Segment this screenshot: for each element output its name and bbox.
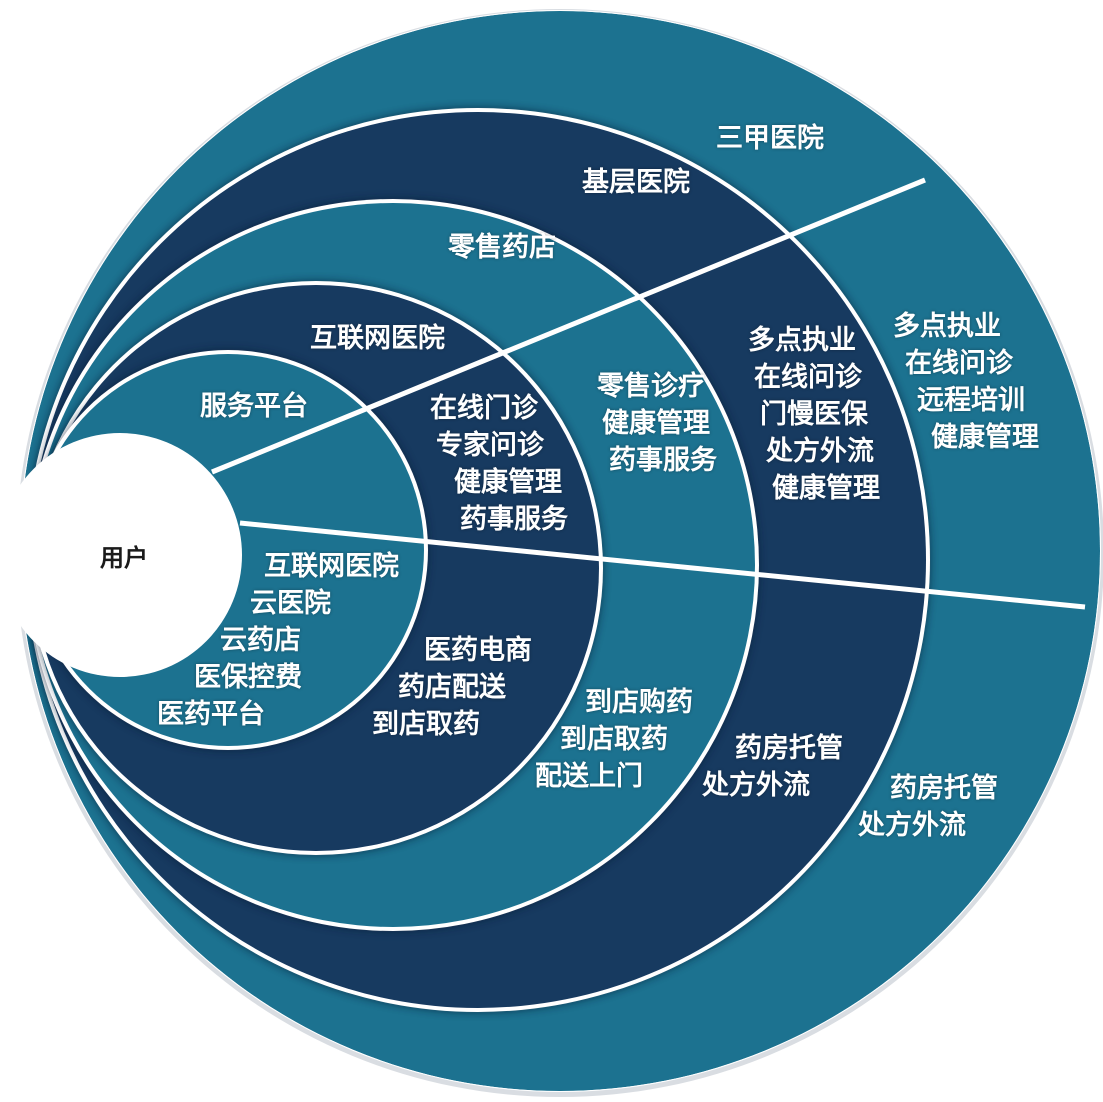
list-item: 医药平台 [157,699,265,730]
list-item: 健康管理 [772,473,880,504]
list-item: 健康管理 [931,422,1039,453]
list-item: 药房托管 [890,773,998,804]
ring-name-service-platform: 服务平台 [200,391,308,422]
ring-name-retail-pharmacy: 零售药店 [448,232,556,263]
ring-name-internet-hospital: 互联网医院 [310,323,445,354]
list-item: 到店购药 [585,687,693,718]
list-item: 云药店 [220,625,301,656]
retail-pharmacy-lower-list: 到店购药 到店取药 配送上门 [535,684,693,795]
tertiary-hospital-lower-list: 药房托管 处方外流 [858,770,998,844]
divider-line-upper [211,177,926,475]
list-item: 在线门诊 [430,393,538,424]
tertiary-hospital-upper-list: 多点执业 在线问诊 远程培训 健康管理 [893,308,1039,456]
list-item: 到店取药 [372,709,480,740]
ring-name-tertiary-hospital: 三甲医院 [716,123,824,154]
list-item: 药事服务 [460,504,568,535]
list-item: 处方外流 [702,770,810,801]
internet-hospital-lower-list: 医药电商 药店配送 到店取药 [372,632,532,743]
list-item: 处方外流 [766,436,874,467]
service-platform-lower-list: 互联网医院 云医院 云药店 医保控费 医药平台 [157,548,399,733]
divider-line-lower [239,520,1086,610]
list-item: 健康管理 [602,408,710,439]
list-item: 配送上门 [535,761,643,792]
list-item: 处方外流 [858,810,966,841]
list-item: 多点执业 [893,311,1001,342]
retail-pharmacy-upper-list: 零售诊疗 健康管理 药事服务 [597,368,717,479]
center-label-user: 用户 [100,544,148,572]
list-item: 到店取药 [560,724,668,755]
primary-hospital-lower-list: 药房托管 处方外流 [702,730,843,804]
list-item: 多点执业 [748,325,856,356]
list-item: 健康管理 [454,467,562,498]
list-item: 药事服务 [609,445,717,476]
list-item: 专家问诊 [436,430,544,461]
list-item: 在线问诊 [905,348,1013,379]
ring-name-primary-hospital: 基层医院 [582,167,690,198]
list-item: 在线问诊 [754,362,862,393]
list-item: 药店配送 [398,672,506,703]
list-item: 远程培训 [917,385,1025,416]
internet-hospital-upper-list: 在线门诊 专家问诊 健康管理 药事服务 [430,390,568,538]
primary-hospital-upper-list: 多点执业 在线问诊 门慢医保 处方外流 健康管理 [748,322,880,507]
list-item: 医药电商 [424,635,532,666]
list-item: 门慢医保 [760,399,868,430]
list-item: 零售诊疗 [597,371,705,402]
list-item: 医保控费 [194,662,302,693]
user-center-circle [0,433,242,677]
list-item: 互联网医院 [264,551,399,582]
list-item: 药房托管 [735,733,843,764]
list-item: 云医院 [250,588,331,619]
